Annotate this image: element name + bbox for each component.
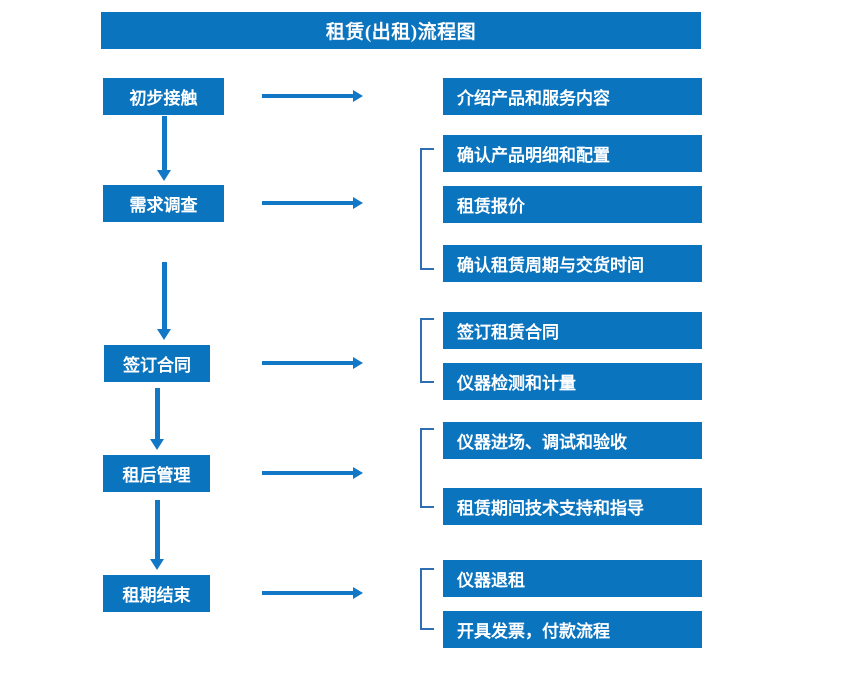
page-title: 租赁(出租)流程图 [101,12,701,49]
stage-box-2[interactable]: 需求调查 [103,185,224,222]
stage-right-arrow-4 [262,466,363,480]
stage-right-arrow-2 [262,196,363,210]
stage-box-1[interactable]: 初步接触 [103,78,224,115]
stage-right-arrow-5 [262,586,363,600]
stage-box-3[interactable]: 签订合同 [104,345,210,382]
group-bracket-2 [420,148,434,270]
stage-down-arrow-4 [150,500,164,570]
stage-down-arrow-1 [157,116,171,181]
detail-box-3[interactable]: 租赁报价 [443,186,702,223]
detail-box-7[interactable]: 仪器进场、调试和验收 [443,422,702,459]
detail-box-8[interactable]: 租赁期间技术支持和指导 [443,488,702,525]
stage-box-5[interactable]: 租期结束 [103,575,210,612]
detail-box-10[interactable]: 开具发票，付款流程 [443,611,702,648]
detail-box-6[interactable]: 仪器检测和计量 [443,363,702,400]
group-bracket-5 [420,568,434,630]
group-bracket-4 [420,428,434,508]
stage-down-arrow-3 [150,388,164,450]
detail-box-4[interactable]: 确认租赁周期与交货时间 [443,245,702,282]
detail-box-9[interactable]: 仪器退租 [443,560,702,597]
group-bracket-3 [420,318,434,383]
stage-right-arrow-1 [262,89,363,103]
stage-right-arrow-3 [262,356,363,370]
detail-box-1[interactable]: 介绍产品和服务内容 [443,78,702,115]
detail-box-2[interactable]: 确认产品明细和配置 [443,135,702,172]
detail-box-5[interactable]: 签订租赁合同 [443,312,702,349]
stage-down-arrow-2 [157,262,171,340]
stage-box-4[interactable]: 租后管理 [103,455,210,492]
